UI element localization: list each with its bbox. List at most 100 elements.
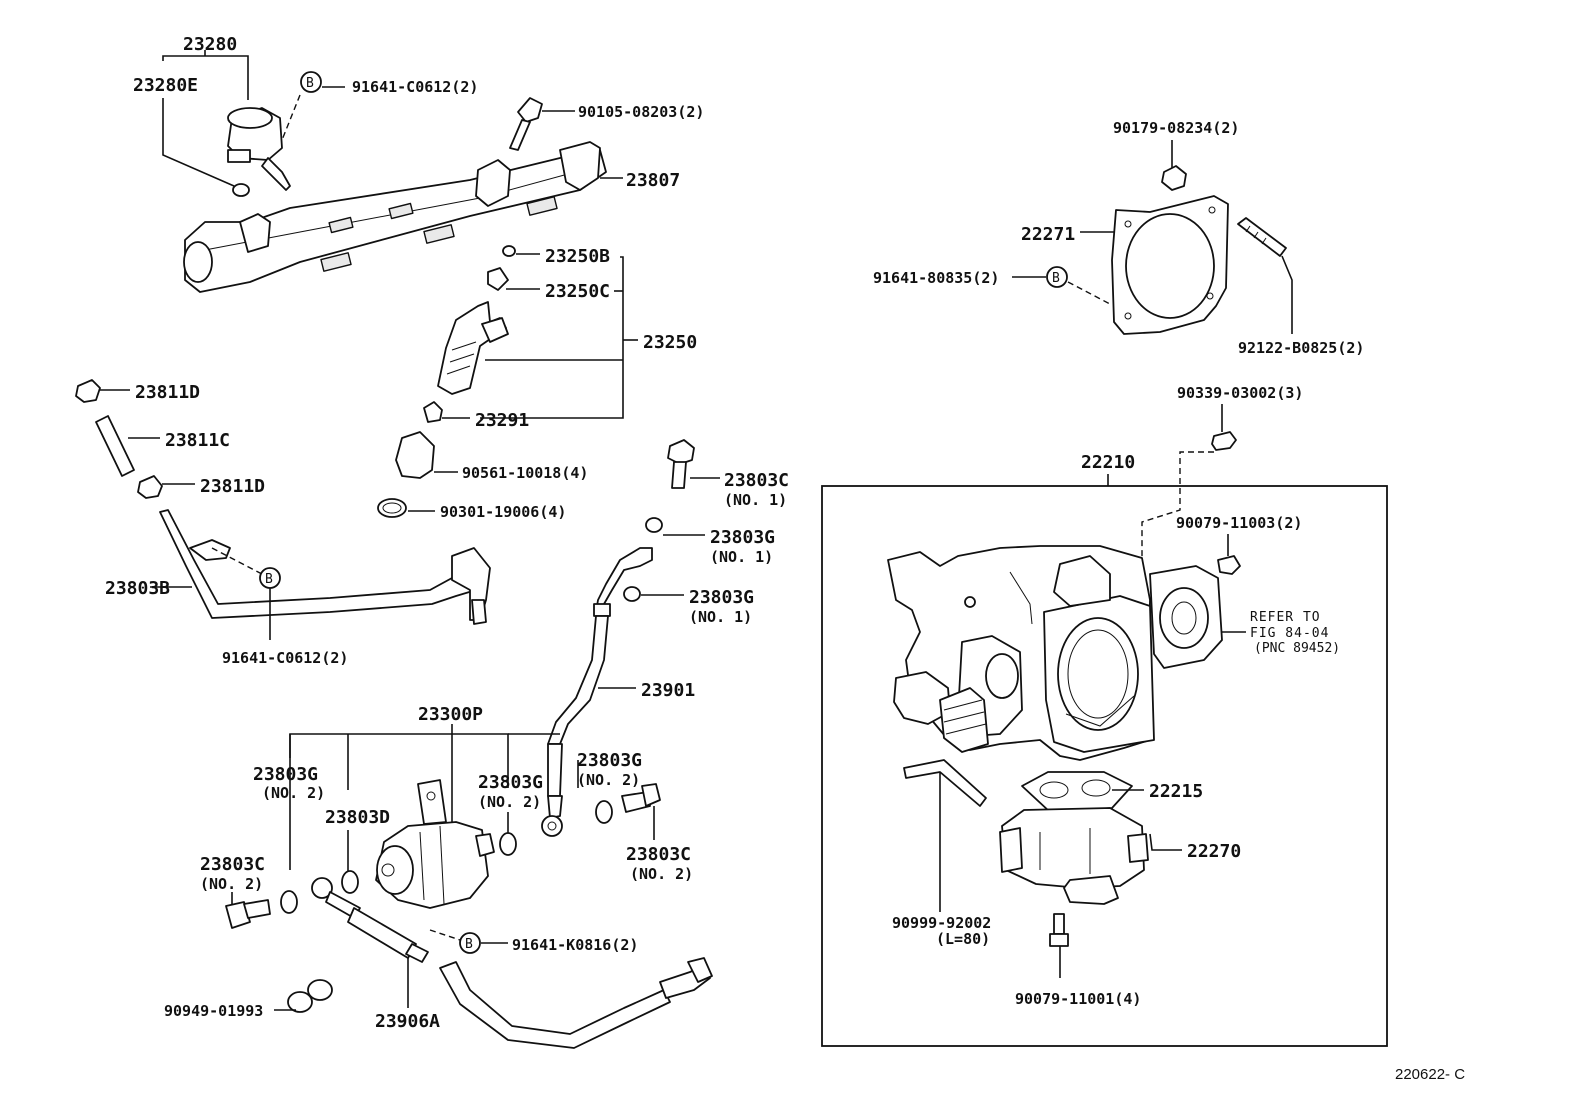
label-22270: 22270 bbox=[1187, 841, 1241, 862]
label-23803C-no2-left: 23803C bbox=[200, 854, 265, 875]
dashed-91641-80835 bbox=[1067, 281, 1111, 305]
clip-23811D-bottom bbox=[137, 475, 163, 499]
union-bolt-23803C-no2-right: 23803C (NO. 2) bbox=[621, 783, 693, 883]
throttle-body bbox=[887, 545, 1223, 761]
gasket-23803G-e bbox=[595, 800, 613, 824]
label-90339: 90339-03002(3) bbox=[1177, 384, 1303, 402]
throttle-body-assembly-frame bbox=[821, 485, 1388, 1047]
label-23803C-no1: 23803C bbox=[724, 470, 789, 491]
label-23811C: 23811C bbox=[165, 430, 230, 451]
return-hose bbox=[439, 957, 713, 1049]
figure-code: 220622- C bbox=[1395, 1066, 1465, 1083]
bubble-b-right-letter: B bbox=[1052, 271, 1060, 286]
label-23803G-b-sub: (NO. 1) bbox=[689, 608, 752, 626]
screw-90079-11001: 90079-11001(4) bbox=[1015, 913, 1141, 1008]
bubble-b-mid-letter: B bbox=[265, 572, 273, 587]
refer-to-line-3: (PNC 89452) bbox=[1254, 641, 1340, 656]
label-90561: 90561-10018(4) bbox=[462, 464, 588, 482]
hose-90999: 90999-92002 (L=80) bbox=[892, 759, 991, 948]
label-23901: 23901 bbox=[641, 680, 695, 701]
bubble-b-bottom bbox=[459, 932, 481, 954]
label-23803G-e-sub: (NO. 2) bbox=[577, 771, 640, 789]
label-23803G-c: 23803G bbox=[253, 764, 318, 785]
fuel-injector bbox=[437, 301, 509, 395]
stud-92122: 92122-B0825(2) bbox=[1237, 217, 1364, 357]
cushion-23291 bbox=[423, 401, 443, 423]
label-22210: 22210 bbox=[1081, 452, 1135, 473]
bolt-head-90105 bbox=[517, 97, 543, 123]
label-90079-11001: 90079-11001(4) bbox=[1015, 990, 1141, 1008]
hose-group-23811: 23811D 23811C 23811D bbox=[75, 379, 265, 499]
nut-90179 bbox=[1161, 165, 1187, 191]
label-23300P: 23300P bbox=[418, 704, 483, 725]
fuel-pipe-23906A: 23906A bbox=[311, 877, 440, 1032]
label-23250B: 23250B bbox=[545, 246, 610, 267]
label-91641-C0612-bottom: 91641-C0612(2) bbox=[222, 649, 348, 667]
label-23250C: 23250C bbox=[545, 281, 610, 302]
label-23803G-d-sub: (NO. 2) bbox=[478, 793, 541, 811]
pressure-regulator bbox=[227, 107, 291, 191]
label-23811D-top: 23811D bbox=[135, 382, 200, 403]
gasket-22215 bbox=[1021, 771, 1133, 813]
label-23811D-bottom: 23811D bbox=[200, 476, 265, 497]
dashed-91641-C0612-top bbox=[281, 94, 301, 141]
bracket-23250 bbox=[480, 256, 624, 419]
label-22215: 22215 bbox=[1149, 781, 1203, 802]
bracket-23300P bbox=[289, 733, 509, 870]
label-23906A: 23906A bbox=[375, 1011, 440, 1032]
label-23803G-d: 23803G bbox=[478, 772, 543, 793]
label-23280E: 23280E bbox=[133, 75, 198, 96]
fuel-pipe-23803B bbox=[159, 509, 491, 625]
dashed-91641-K0816 bbox=[429, 929, 461, 941]
label-90999: 90999-92002 bbox=[892, 914, 991, 932]
bolt-90105-group: 90105-08203(2) bbox=[509, 97, 704, 151]
label-23807: 23807 bbox=[626, 170, 680, 191]
o-ring-90301 bbox=[377, 498, 407, 518]
union-bolt-23803C-no2-left: 23803C (NO. 2) bbox=[200, 854, 271, 929]
label-23803G-e: 23803G bbox=[577, 750, 642, 771]
screw-90079-11003 bbox=[1217, 555, 1241, 575]
label-90179: 90179-08234(2) bbox=[1113, 119, 1239, 137]
leader-92122 bbox=[1281, 255, 1293, 334]
refer-to-line-1: REFER TO bbox=[1250, 610, 1321, 625]
label-91641-80835: 91641-80835(2) bbox=[873, 269, 999, 287]
gasket-22271 bbox=[1111, 195, 1229, 335]
isc-valve-22270 bbox=[999, 807, 1149, 905]
gasket-23803G-a bbox=[645, 517, 663, 533]
label-90999-sub: (L=80) bbox=[936, 930, 990, 948]
clamp-90949: 90949-01993 bbox=[164, 979, 333, 1020]
clip-23811D-top bbox=[75, 379, 101, 403]
label-23803C-no2-right: 23803C bbox=[626, 844, 691, 865]
label-90079-11003: 90079-11003(2) bbox=[1176, 514, 1302, 532]
gasket-23803G-b bbox=[623, 586, 641, 602]
leader-23280E bbox=[162, 98, 235, 187]
pulsation-damper bbox=[375, 779, 495, 909]
gasket-23803G-d bbox=[499, 832, 517, 856]
label-23803G-b: 23803G bbox=[689, 587, 754, 608]
refer-to-line-2: FIG 84-04 bbox=[1250, 626, 1329, 641]
label-23291: 23291 bbox=[475, 410, 529, 431]
label-23803G-a: 23803G bbox=[710, 527, 775, 548]
o-ring-23250B bbox=[502, 245, 516, 257]
hose-23811C bbox=[95, 415, 135, 477]
label-90301: 90301-19006(4) bbox=[440, 503, 566, 521]
label-90105: 90105-08203(2) bbox=[578, 103, 704, 121]
stud-90339 bbox=[1211, 431, 1237, 451]
label-23803G-a-sub: (NO. 1) bbox=[710, 548, 773, 566]
label-91641-K0816: 91641-K0816(2) bbox=[512, 936, 638, 954]
union-bolt-23803C-no1: 23803C (NO. 1) bbox=[667, 439, 789, 509]
label-91641-C0612-top: 91641-C0612(2) bbox=[352, 78, 478, 96]
bubble-b-top-letter: B bbox=[306, 76, 314, 91]
label-23280: 23280 bbox=[183, 34, 237, 55]
bubble-b-bottom-letter: B bbox=[465, 937, 473, 952]
fuel-hose-23901 bbox=[541, 547, 653, 837]
label-23803C-no1-sub: (NO. 1) bbox=[724, 491, 787, 509]
label-23803C-no2-right-sub: (NO. 2) bbox=[630, 865, 693, 883]
grommet-23250C bbox=[487, 267, 509, 291]
label-23803G-c-sub: (NO. 2) bbox=[262, 784, 325, 802]
label-22271: 22271 bbox=[1021, 224, 1075, 245]
gasket-23803D bbox=[341, 870, 359, 894]
bolt-shank-90105 bbox=[509, 119, 531, 151]
gasket-23803G-c bbox=[280, 890, 298, 914]
label-92122: 92122-B0825(2) bbox=[1238, 339, 1364, 357]
